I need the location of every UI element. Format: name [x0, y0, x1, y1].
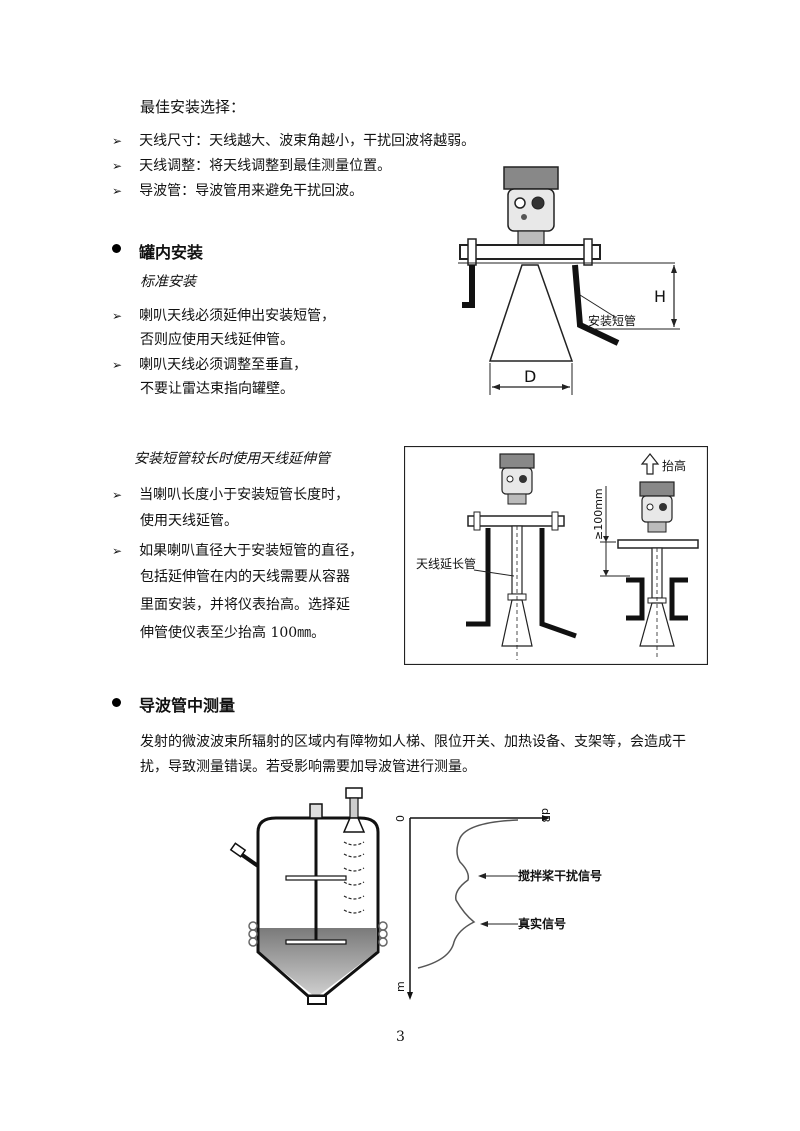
horn-antenna	[488, 264, 574, 362]
arrow-bullet-icon: ➢	[112, 159, 123, 173]
arrow-bullet-icon: ➢	[112, 134, 123, 148]
best-install-bullet-2: ➢ 天线调整：将天线调整到最佳测量位置。	[112, 158, 392, 174]
tank-install-bullet-1: ➢ 喇叭天线必须延伸出安装短管，	[112, 308, 336, 324]
tank-install-heading: 罐内安装	[139, 243, 204, 262]
instrument-housing	[507, 188, 555, 232]
page-number: 3	[396, 1029, 405, 1045]
extension-bullet-2-line3: 里面安装，并将仪表抬高。选择延	[140, 597, 350, 613]
axis-db-label: dB	[539, 808, 552, 823]
guide-paragraph-line1: 发射的微波波束所辐射的区域内有障物如人梯、限位开关、加热设备、支架等，会造成干	[140, 734, 686, 750]
extension-subheading: 安装短管较长时使用天线延伸管	[134, 451, 330, 467]
guide-figure: 0 dB m 搅拌桨干扰信号 真实信号	[229, 787, 602, 1005]
guide-heading: 导波管中测量	[139, 696, 236, 715]
tank-install-bullet-2: ➢ 喇叭天线必须调整至垂直，	[112, 357, 308, 373]
d-label: D	[524, 367, 536, 386]
flange	[459, 244, 601, 260]
extension-figure: 天线延长管 ≥100mm 抬高	[404, 446, 708, 665]
filled-circle-icon	[112, 698, 121, 707]
arrow-bullet-icon: ➢	[112, 184, 123, 198]
nozzle-label: 安装短管	[588, 313, 636, 328]
instrument-head	[503, 166, 559, 190]
tank-install-bullet-2-cont: 不要让雷达束指向罐壁。	[140, 381, 294, 397]
arrow-bullet-icon: ➢	[112, 544, 123, 558]
liquid	[258, 928, 376, 996]
extension-bullet-2: ➢ 如果喇叭直径大于安装短管的直径，	[112, 543, 364, 559]
signal-curve	[417, 819, 519, 969]
raise-label: 抬高	[662, 458, 686, 473]
extension-bullet-1-cont: 使用天线延管。	[140, 513, 238, 529]
stir-signal-label: 搅拌桨干扰信号	[518, 868, 602, 883]
tank-install-subheading: 标准安装	[140, 274, 196, 290]
agitator-blade	[285, 875, 347, 881]
extension-label: 天线延长管	[416, 556, 476, 571]
axis-m-label: m	[394, 981, 407, 992]
tank-install-bullet-1-cont: 否则应使用天线延伸管。	[140, 332, 294, 348]
guide-paragraph-line2: 扰，导致测量错误。若受影响需要加导波管进行测量。	[140, 759, 476, 775]
best-install-bullet-3: ➢ 导波管：导波管用来避免干扰回波。	[112, 183, 364, 199]
real-signal-label: 真实信号	[518, 916, 566, 931]
axis-zero-label: 0	[394, 815, 407, 822]
arrow-bullet-icon: ➢	[112, 309, 123, 323]
best-install-bullet-1: ➢ 天线尺寸：天线越大、波束角越小，干扰回波将越弱。	[112, 133, 476, 149]
extension-bullet-1: ➢ 当喇叭长度小于安装短管长度时，	[112, 487, 350, 503]
agitator-blade	[285, 939, 347, 945]
extension-bullet-2-line2: 包括延伸管在内的天线需要从容器	[140, 569, 350, 585]
raise-100mm-label: ≥100mm	[592, 488, 605, 540]
tank	[256, 816, 380, 998]
filled-circle-icon	[112, 244, 121, 253]
standard-install-figure: 安装短管 H D	[458, 166, 680, 395]
radar-head	[345, 787, 363, 799]
arrow-bullet-icon: ➢	[112, 488, 123, 502]
h-label: H	[654, 287, 666, 306]
raise-arrow-icon	[640, 453, 660, 475]
extension-bullet-2-line4: 伸管使仪表至少抬高 100㎜。	[140, 625, 326, 641]
arrow-bullet-icon: ➢	[112, 358, 123, 372]
best-install-title: 最佳安装选择：	[140, 98, 246, 116]
